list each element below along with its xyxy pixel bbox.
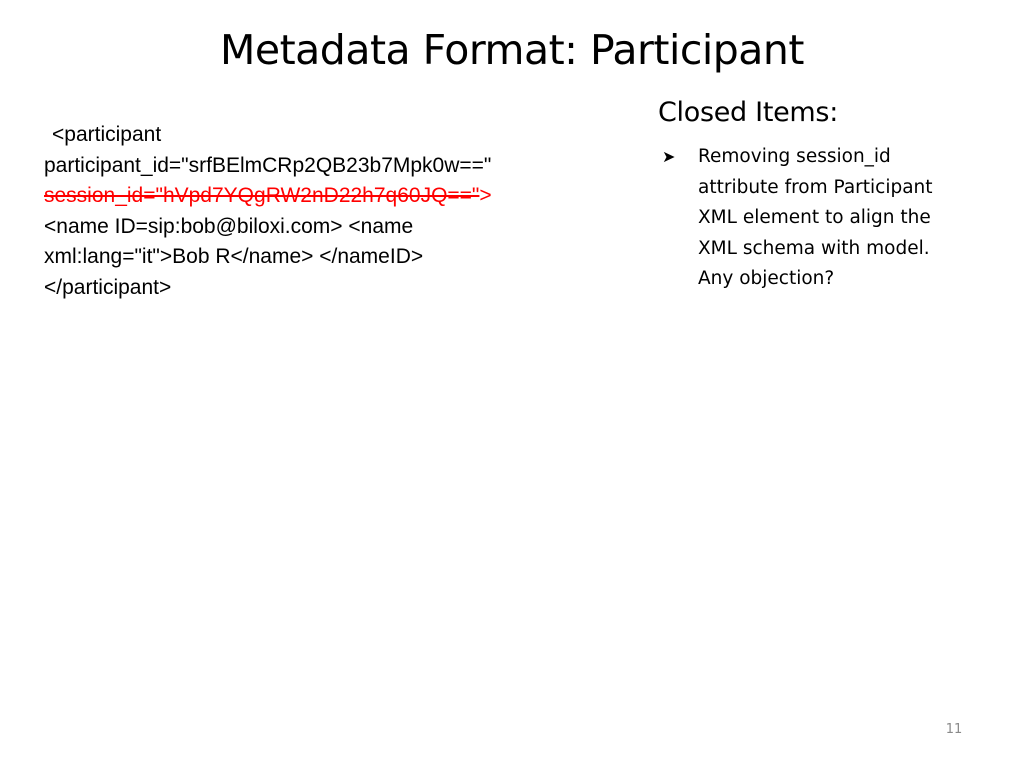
- bullet-line: XML element to align the: [698, 207, 931, 228]
- bullet-line: Any objection?: [698, 268, 835, 289]
- code-line: participant_id="srfBElmCRp2QB23b7Mpk0w==…: [44, 153, 492, 177]
- closed-items-list: ➤ Removing session_id attribute from Par…: [660, 142, 980, 295]
- struck-trailing-text: >: [479, 184, 492, 207]
- code-line: <name ID=sip:bob@biloxi.com> <name: [44, 214, 414, 238]
- list-item: ➤ Removing session_id attribute from Par…: [660, 142, 980, 295]
- struck-text: session_id="hVpd7YQgRW2nD22h7q60JQ==": [44, 184, 480, 207]
- arrow-bullet-icon: ➤: [662, 147, 676, 166]
- code-line: xml:lang="it">Bob R</name> </nameID>: [44, 245, 424, 268]
- code-line: <participant: [52, 123, 162, 146]
- slide-title: Metadata Format: Participant: [220, 26, 804, 74]
- closed-items-heading: Closed Items:: [658, 97, 838, 128]
- bullet-line: Removing session_id: [698, 146, 891, 167]
- bullet-line: XML schema with model.: [698, 237, 930, 259]
- bullet-line: attribute from Participant: [698, 176, 933, 198]
- code-line-struck: session_id="hVpd7YQgRW2nD22h7q60JQ==">: [44, 181, 624, 212]
- code-line: </participant>: [44, 275, 172, 299]
- xml-code-block: <participant participant_id="srfBElmCRp2…: [44, 120, 624, 303]
- page-number: 11: [945, 722, 963, 737]
